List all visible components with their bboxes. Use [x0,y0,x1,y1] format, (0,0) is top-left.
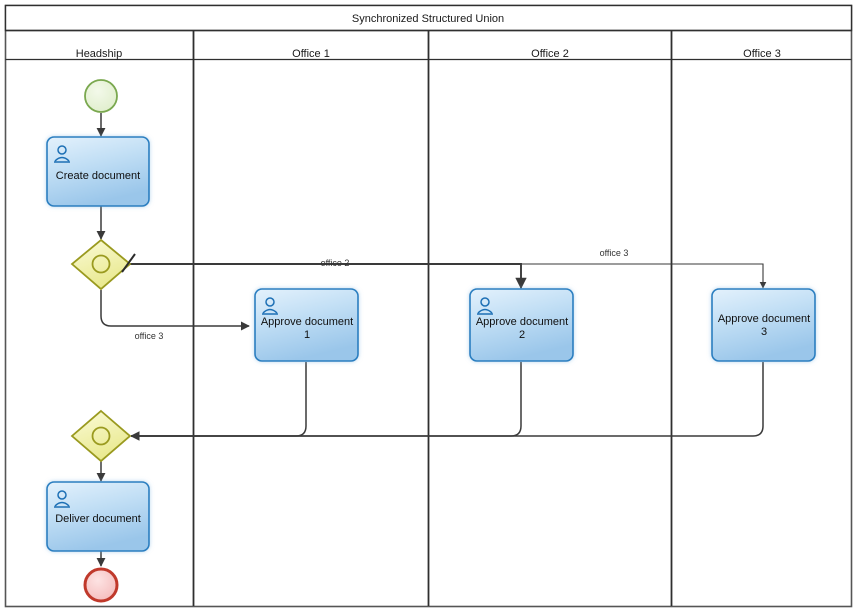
task-approve-document-2-box[interactable] [469,288,574,362]
task-approve-document-1-box[interactable] [254,288,359,362]
task-approve-document-2[interactable]: Approve document 2 [469,288,574,362]
split-gateway-diamond[interactable] [70,238,132,291]
default-flow-slash-icon [121,253,136,273]
flow-label-office3-top: office 3 [600,248,629,258]
end-event[interactable] [83,567,119,603]
task-approve-document-3-box[interactable] [711,288,816,362]
lane-label-headship: Headship [76,48,122,60]
task-create-document[interactable]: Create document [46,136,150,207]
user-task-icon [54,490,70,508]
task-approve-document-3-label-line1: Approve document [718,313,810,325]
flow-approve3-to-join [131,362,764,437]
lane-header-row: Headship Office 1 Office 2 Office 3 [5,29,852,606]
user-task-icon [54,145,70,163]
task-approve-document-1-label-line2: 1 [304,329,310,341]
task-approve-document-1[interactable]: Approve document 1 [254,288,359,362]
flow-label-office2: office 2 [321,258,350,268]
flow-split-to-approve3 [130,263,767,289]
task-deliver-document-label: Deliver document [55,513,141,525]
task-approve-document-3-label-line2: 3 [761,326,767,338]
inclusive-gateway-icon [91,426,111,446]
task-approve-document-2-label-line1: Approve document [476,316,568,328]
pool-title-band [4,4,853,32]
task-create-document-box[interactable] [46,136,150,207]
lane-label-office3: Office 3 [743,48,781,60]
start-event[interactable] [84,79,118,113]
task-deliver-document-box[interactable] [46,481,150,552]
end-event-circle[interactable] [83,567,119,603]
flow-labels: office 2 office 3 office 3 [135,248,629,341]
join-gateway[interactable] [70,409,132,463]
task-approve-document-1-label-line1: Approve document [261,316,353,328]
flow-split-to-approve1 [100,290,250,331]
join-gateway-diamond[interactable] [70,409,132,463]
task-approve-document-3[interactable]: Approve document 3 [711,288,816,362]
lane-label-office1: Office 1 [292,48,330,60]
task-deliver-document[interactable]: Deliver document [46,481,150,552]
user-task-icon [477,297,493,315]
pool-title: Synchronized Structured Union [352,13,504,25]
sequence-flows [96,113,767,567]
flow-label-office3-bottom: office 3 [135,331,164,341]
split-gateway[interactable] [70,238,136,291]
inclusive-gateway-icon [91,254,111,274]
lane-label-office2: Office 2 [531,48,569,60]
start-event-circle[interactable] [84,79,118,113]
task-create-document-label: Create document [56,170,140,182]
user-task-icon [262,297,278,315]
task-approve-document-2-label-line2: 2 [519,329,525,341]
